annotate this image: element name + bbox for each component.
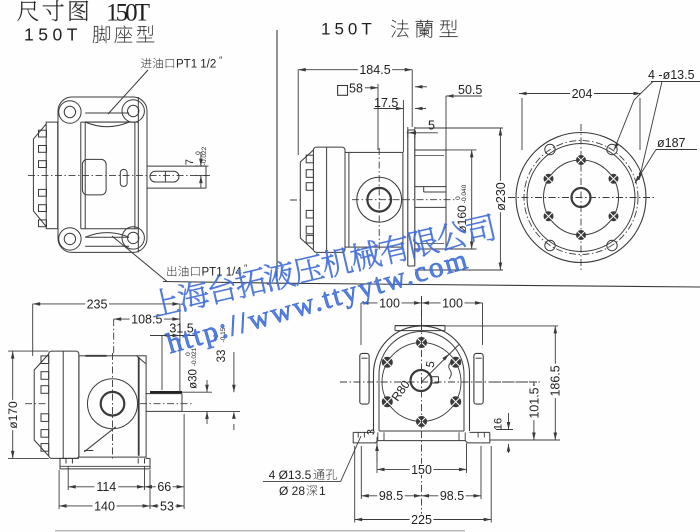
svg-text:Ø 28: Ø 28 <box>279 484 305 498</box>
svg-text:4 -ø13.5: 4 -ø13.5 <box>648 68 695 82</box>
svg-text:″: ″ <box>219 55 223 65</box>
svg-text:0: 0 <box>455 196 462 200</box>
svg-text:31.5: 31.5 <box>169 322 193 336</box>
svg-text:ø170: ø170 <box>6 401 20 429</box>
svg-text:98.5: 98.5 <box>440 489 464 503</box>
svg-text:5: 5 <box>425 360 438 368</box>
svg-text:-0.040: -0.040 <box>461 184 468 203</box>
svg-text:150T: 150T <box>321 20 376 39</box>
svg-text:33: 33 <box>216 350 228 363</box>
svg-text:186.5: 186.5 <box>549 365 563 396</box>
svg-text:-0.021: -0.021 <box>191 347 198 366</box>
svg-text:ø230: ø230 <box>494 182 508 211</box>
svg-text:101.5: 101.5 <box>527 387 541 418</box>
svg-text:114: 114 <box>96 480 116 494</box>
svg-text:204: 204 <box>572 87 593 101</box>
svg-text:150T: 150T <box>24 25 82 45</box>
svg-text:ø30: ø30 <box>188 369 200 389</box>
svg-text:4 Ø13.5: 4 Ø13.5 <box>269 468 312 482</box>
svg-text:-0.022: -0.022 <box>201 146 208 165</box>
svg-text:235: 235 <box>87 297 108 311</box>
svg-text:98.5: 98.5 <box>379 489 403 503</box>
svg-text:ø160: ø160 <box>455 205 469 233</box>
svg-text:ø187: ø187 <box>657 136 686 150</box>
svg-text:53: 53 <box>160 499 174 513</box>
svg-text:5: 5 <box>428 119 435 133</box>
svg-text:225: 225 <box>411 513 432 527</box>
svg-text:66: 66 <box>157 480 171 494</box>
svg-text:0: 0 <box>185 352 192 356</box>
svg-text:184.5: 184.5 <box>359 63 390 77</box>
svg-text:150: 150 <box>411 463 432 477</box>
svg-text:140: 140 <box>94 499 115 513</box>
svg-text:7: 7 <box>184 159 196 165</box>
svg-text:0: 0 <box>195 151 202 155</box>
svg-text:100: 100 <box>442 296 463 310</box>
svg-text:1: 1 <box>319 484 326 498</box>
svg-text:+0: +0 <box>213 334 220 342</box>
svg-text:100: 100 <box>379 296 400 310</box>
svg-text:150T: 150T <box>106 0 150 26</box>
svg-text:58: 58 <box>349 82 363 96</box>
svg-text:3: 3 <box>366 429 378 435</box>
svg-text:108.5: 108.5 <box>131 313 162 327</box>
svg-text:50.5: 50.5 <box>458 83 482 97</box>
svg-text:17.5: 17.5 <box>374 96 398 110</box>
svg-text:-0.15: -0.15 <box>220 327 227 342</box>
svg-text:PT1 1/2: PT1 1/2 <box>176 59 216 71</box>
svg-text:″: ″ <box>244 263 248 273</box>
svg-text:16: 16 <box>493 418 505 430</box>
svg-text:PT1 1/4: PT1 1/4 <box>202 267 243 279</box>
